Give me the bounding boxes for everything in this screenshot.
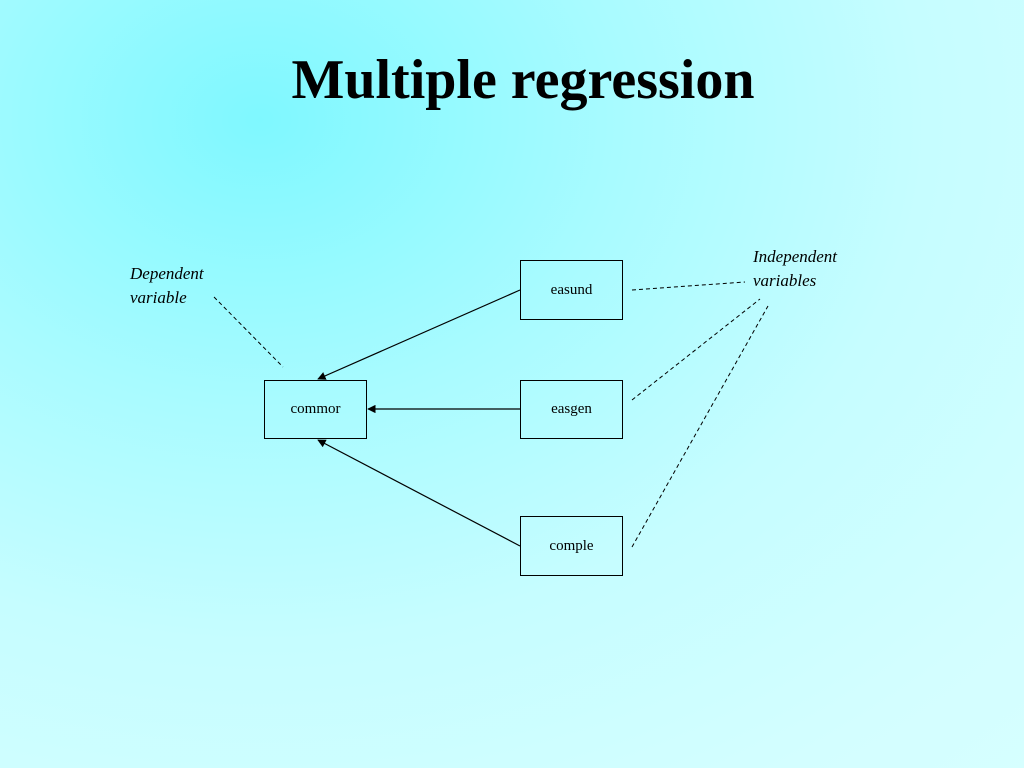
dependent-label-line-2: variable [130, 288, 187, 307]
arrow-easund-to-commor [317, 289, 521, 380]
leader-independent-easgen [631, 298, 761, 401]
node-easgen: easgen [520, 380, 623, 439]
leader-independent-easund [631, 281, 746, 291]
slide-title: Multiple regression [291, 49, 755, 111]
independent-label-line-1: Independent [753, 247, 838, 266]
dependent-label-line-1: Dependent [130, 264, 204, 283]
leader-independent-comple [631, 305, 769, 548]
independent-variables-label: Independent variables [753, 245, 837, 293]
independent-label-line-2: variables [753, 271, 817, 290]
arrow-comple-to-commor [317, 439, 521, 547]
node-comple: comple [520, 516, 623, 576]
leader-dependent [213, 296, 284, 368]
dependent-variable-label: Dependent variable [130, 262, 204, 310]
node-easund: easund [520, 260, 623, 320]
node-commor: commor [264, 380, 367, 439]
